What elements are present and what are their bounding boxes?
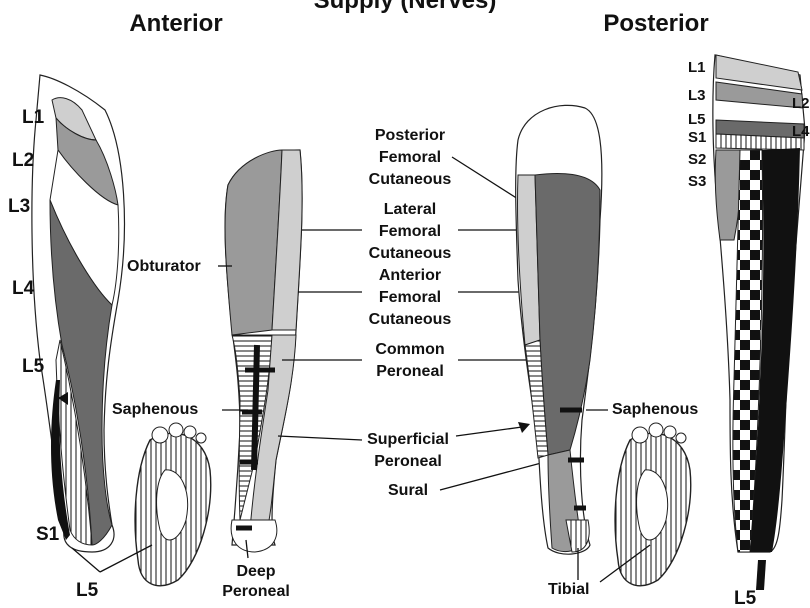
leg2-foot <box>231 520 277 552</box>
label-saphenous-posterior: Saphenous <box>612 401 698 418</box>
label-afc-3: Cutaneous <box>369 311 452 328</box>
heading-posterior: Posterior <box>603 10 708 37</box>
dermatome-label-post-l3: L3 <box>688 87 706 104</box>
label-afc-1: Anterior <box>379 267 441 284</box>
leg4-s3-region <box>715 150 741 240</box>
dermatome-label-post-s2: S2 <box>688 151 706 168</box>
label-deep-peroneal-2: Peroneal <box>222 583 290 600</box>
label-lfc-2: Femoral <box>379 223 441 240</box>
dermatome-label-l1: L1 <box>22 107 45 128</box>
leader-sp-left <box>278 436 362 440</box>
dermatome-label-l5: L5 <box>22 356 45 377</box>
dermatome-label-l4: L4 <box>12 278 35 299</box>
leg2-nerve-vertical <box>254 345 257 470</box>
dermatome-label-l3: L3 <box>8 196 30 217</box>
label-obturator: Obturator <box>127 258 201 275</box>
dermatome-label-post-s3: S3 <box>688 173 706 190</box>
dermatome-label-s1: S1 <box>36 524 60 545</box>
posterior-nerve-leg <box>516 105 602 554</box>
label-lfc-3: Cutaneous <box>369 245 452 262</box>
label-tibial: Tibial <box>548 581 590 598</box>
label-pfc-1: Posterior <box>375 127 445 144</box>
dermatome-label-l5-foot: L5 <box>76 580 99 601</box>
dermatome-label-post-l1: L1 <box>688 59 706 76</box>
leader-sp-right <box>456 427 522 436</box>
label-superficial-peroneal-2: Peroneal <box>374 453 442 470</box>
dermatome-label-l2: L2 <box>12 150 34 171</box>
dermatome-label-post-l5: L5 <box>688 111 706 128</box>
anterior-foot-sole <box>135 423 211 586</box>
label-common-peroneal-1: Common <box>375 341 444 358</box>
anterior-nerve-leg <box>225 150 302 552</box>
leader-sural <box>440 462 545 490</box>
label-lfc-1: Lateral <box>384 201 436 218</box>
dermatome-label-post-l2: L2 <box>792 95 810 112</box>
dermatome-label-post-l4: L4 <box>792 123 810 140</box>
anterior-dermatome-leg <box>32 75 125 552</box>
label-deep-peroneal-1: Deep <box>236 563 275 580</box>
leg4-l5-strip <box>756 560 766 590</box>
dermatome-label-post-l5-foot: L5 <box>734 588 757 608</box>
title-fragment: Supply (Nerves) <box>314 0 497 14</box>
label-afc-2: Femoral <box>379 289 441 306</box>
dermatome-label-post-s1: S1 <box>688 129 706 146</box>
label-pfc-2: Femoral <box>379 149 441 166</box>
heading-anterior: Anterior <box>129 10 222 37</box>
label-saphenous-anterior: Saphenous <box>112 401 198 418</box>
label-superficial-peroneal-1: Superficial <box>367 431 449 448</box>
label-sural: Sural <box>388 482 428 499</box>
posterior-foot-sole <box>615 423 691 586</box>
label-pfc-3: Cutaneous <box>369 171 452 188</box>
label-common-peroneal-2: Peroneal <box>376 363 444 380</box>
